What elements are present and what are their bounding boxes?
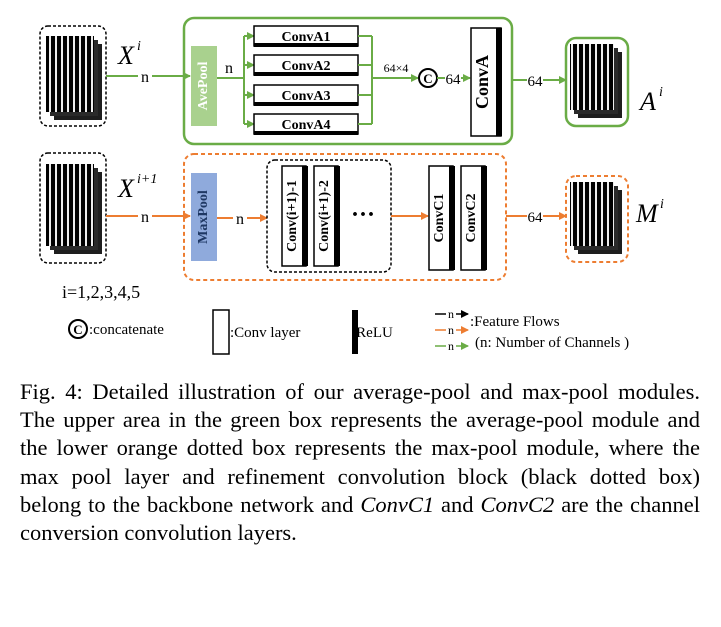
flow-channels: 64 (446, 72, 462, 88)
caption-em-convc2: ConvC2 (480, 491, 555, 517)
flow-channels: n (141, 69, 149, 86)
svg-text:Conv(i+1)-1: Conv(i+1)-1 (285, 180, 300, 252)
svg-text:C: C (423, 71, 432, 86)
svg-text:ConvA1: ConvA1 (281, 30, 330, 45)
max-input-label: X (117, 174, 135, 203)
svg-text:ConvC2: ConvC2 (464, 193, 479, 242)
ellipsis: ··· (351, 202, 375, 228)
caption-em-convc1: ConvC1 (360, 491, 435, 517)
convc2-block: ConvC2 (460, 165, 487, 271)
avg-input-frame (39, 25, 107, 127)
caption-text-prefix: Fig. 4: Detailed illustration of our ave… (20, 379, 706, 517)
max-input-sup: i+1 (137, 172, 157, 187)
svg-text:n: n (448, 323, 454, 337)
avg-output-sup: i (659, 85, 663, 100)
max-input-feature-map (46, 164, 102, 254)
caption-text-suffix: are the channel conversion convolution l… (20, 491, 706, 546)
refinement-block-box (266, 159, 392, 273)
maxpool-label: MaxPool (196, 190, 211, 244)
legend-conv-icon (212, 309, 230, 355)
svg-text:ConvA4: ConvA4 (281, 118, 330, 133)
svg-text:Conv(i+1)-2: Conv(i+1)-2 (317, 180, 332, 252)
max-output-label: M (635, 199, 659, 228)
legend-flow-label: :Feature Flows (470, 314, 560, 330)
conv-branch-1: ConvA1 (253, 25, 359, 47)
svg-text:ConvA2: ConvA2 (281, 59, 330, 74)
svg-text:ConvC1: ConvC1 (432, 193, 447, 242)
legend-relu-icon (352, 310, 358, 354)
max-pool-module-box (183, 153, 507, 281)
flow-channels: 64 (528, 210, 544, 226)
max-input-frame (39, 152, 107, 264)
conv-branch-4: ConvA4 (253, 113, 359, 135)
max-output-sup: i (660, 197, 664, 212)
avg-input-sup: i (137, 39, 141, 54)
avg-output-label: A (638, 87, 656, 116)
svg-text:n: n (448, 307, 454, 321)
legend-relu-label: :ReLU (352, 325, 393, 341)
avepool-block (191, 46, 217, 126)
flow-channels: n (225, 60, 233, 77)
refine-conv-2: Conv(i+1)-2 (313, 165, 340, 267)
avg-output-feature-map (570, 44, 622, 118)
flow-channels: n (236, 211, 244, 228)
max-output-feature-map (570, 182, 622, 254)
svg-text:C: C (73, 322, 82, 337)
svg-text:ConvA3: ConvA3 (281, 89, 330, 104)
svg-text:n: n (448, 339, 454, 353)
concat-channels: 64×4 (384, 61, 409, 75)
conva-label: ConvA (472, 55, 492, 109)
avepool-label: AvePool (196, 62, 211, 111)
legend-conv-label: :Conv layer (230, 325, 300, 341)
conv-branch-3: ConvA3 (253, 84, 359, 106)
figure-caption: Fig. 4: Detailed illustration of our ave… (20, 378, 700, 547)
index-range: i=1,2,3,4,5 (62, 282, 140, 302)
flow-channels: 64 (528, 74, 544, 90)
avg-input-feature-map (46, 36, 102, 120)
module-diagram: X i n AvePool n ConvA1 ConvA2 ConvA3 Con… (39, 16, 664, 355)
conv-branch-2: ConvA2 (253, 54, 359, 76)
convc1-block: ConvC1 (428, 165, 455, 271)
legend-concatenate-icon (68, 319, 88, 339)
legend-concatenate-label: :concatenate (89, 322, 164, 338)
refine-conv-1: Conv(i+1)-1 (281, 165, 308, 267)
max-output-frame (565, 175, 629, 263)
flow-channels: n (141, 209, 149, 226)
maxpool-block (191, 173, 217, 261)
legend-channels-label: (n: Number of Channels ) (475, 335, 629, 351)
avg-input-label: X (117, 41, 135, 70)
avg-output-frame (564, 36, 630, 128)
caption-text-middle: and (434, 491, 481, 517)
